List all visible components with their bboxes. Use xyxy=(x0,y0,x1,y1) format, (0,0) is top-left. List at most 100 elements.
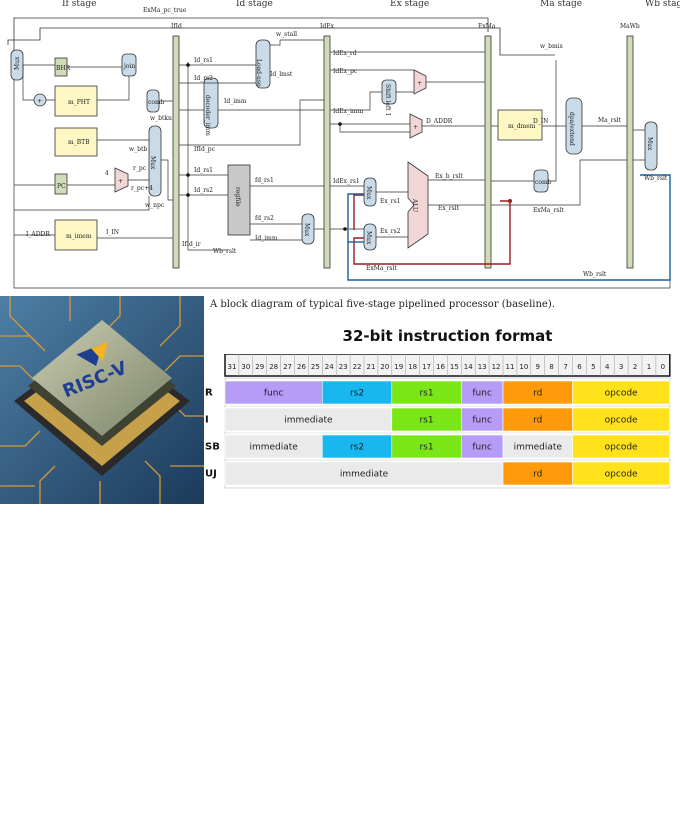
format-field-label: rs1 xyxy=(419,416,433,426)
idex-register xyxy=(323,35,331,269)
format-field-label: rs1 xyxy=(419,443,433,453)
w-btkn-label: w_btkn xyxy=(150,115,172,122)
stage-ex-label: Ex stage xyxy=(390,0,429,9)
format-field-label: func xyxy=(472,443,492,453)
decoder-imm-block xyxy=(203,77,219,129)
junction-dot xyxy=(186,63,190,67)
fd-rs2-label: fd_rs2 xyxy=(255,215,274,222)
pht-label: m_PHT xyxy=(68,99,90,106)
exma-rslt2-label: ExMa_rslt xyxy=(533,207,564,214)
btb-block xyxy=(54,127,98,157)
comb-label: comb xyxy=(148,99,165,106)
mux-ex1-label: Mux xyxy=(365,186,372,200)
shift-left-label: Shift left 1 xyxy=(384,84,391,116)
pc-adder xyxy=(114,167,129,193)
fd-rs1-label: fd_rs1 xyxy=(255,177,274,184)
mawb-label: MaWb xyxy=(620,23,640,30)
chip-body-top xyxy=(32,320,172,436)
bit-number: 4 xyxy=(605,363,610,371)
wb-rslt-id-label: Wb_rslt xyxy=(213,248,237,255)
bit-number: 22 xyxy=(353,363,362,371)
bit-number: 28 xyxy=(269,363,278,371)
stage-wb-label: Wb stage xyxy=(645,0,680,9)
dmem-block xyxy=(497,109,543,141)
pc-adder-label: + xyxy=(118,178,123,185)
bit-number: 25 xyxy=(311,363,320,371)
regfile-block xyxy=(227,164,251,236)
bit-number: 11 xyxy=(505,363,514,371)
w-stall-label: w_stall xyxy=(276,31,297,38)
bit-number: 6 xyxy=(577,363,582,371)
format-row-label: I xyxy=(205,415,209,426)
bit-number: 15 xyxy=(450,363,459,371)
dmem-label: m_dmem xyxy=(508,123,536,130)
format-field-label: rd xyxy=(533,389,542,399)
bhr-label: BHR xyxy=(56,65,71,72)
load-use-block xyxy=(255,39,271,89)
branch-adder-label: + xyxy=(417,80,422,87)
format-field xyxy=(572,407,671,432)
forward-wb-path xyxy=(347,174,671,281)
load-use-label: Load-use xyxy=(255,59,262,87)
format-row-label: R xyxy=(205,388,213,399)
mawb-register xyxy=(626,35,634,269)
junction-dot xyxy=(186,193,190,197)
comb-ex-label: comb xyxy=(535,179,552,186)
format-row-label: UJ xyxy=(205,469,217,480)
w-btb-label: w_btb xyxy=(129,146,147,153)
bit-number: 3 xyxy=(619,363,623,371)
idex-label: IdEx xyxy=(320,23,335,30)
stage-ma-label: Ma stage xyxy=(540,0,582,9)
regfile-label: regfile xyxy=(234,187,241,207)
format-field-label: immediate xyxy=(284,416,333,426)
d-in-label: D_IN xyxy=(533,118,548,125)
dpa-extend-label: dpa/extend xyxy=(568,112,575,146)
pht-block xyxy=(54,85,98,117)
format-field-label: opcode xyxy=(605,443,638,453)
decoder-imm-label: decoder_imm xyxy=(204,95,211,136)
ifid-label: IfId xyxy=(171,23,182,30)
bit-number: 20 xyxy=(380,363,389,371)
ifid-ir-label: IfId_ir xyxy=(182,241,201,248)
pc-register xyxy=(54,173,68,195)
bit-number: 7 xyxy=(563,363,567,371)
bit-number: 27 xyxy=(283,363,292,371)
bit-number: 10 xyxy=(519,363,528,371)
ifid-register xyxy=(172,35,180,269)
format-field-label: immediate xyxy=(514,443,563,453)
alu-label: ALU xyxy=(411,198,418,212)
xor-label: + xyxy=(37,98,42,105)
branch-adder xyxy=(413,69,427,95)
format-field-label: rd xyxy=(533,470,542,480)
bit-number: 8 xyxy=(549,363,553,371)
i-addr-label: I_ADDR xyxy=(26,231,50,238)
ex-rs2-label: Ex_rs2 xyxy=(380,228,401,235)
wb-stage-wires xyxy=(633,129,645,161)
id-rs2b-label: Id_rs2 xyxy=(194,187,213,194)
bit-number: 30 xyxy=(241,363,250,371)
ex-b-rslt-label: Ex_b_rslt xyxy=(435,173,463,180)
exma-label: ExMa xyxy=(478,23,496,30)
idex-imm-label: IdEx_imm xyxy=(333,108,364,115)
pc-true-bus xyxy=(13,17,489,52)
addr-adder xyxy=(409,113,423,139)
bit-number: 29 xyxy=(255,363,264,371)
bmis-bus xyxy=(7,27,555,56)
frame-wire xyxy=(13,235,671,289)
bit-number: 18 xyxy=(408,363,417,371)
format-field-label: func xyxy=(472,389,492,399)
junction-dot xyxy=(338,122,342,126)
junction-dot xyxy=(186,173,190,177)
bit-number: 24 xyxy=(325,363,334,371)
ex-rslt-label: Ex_rslt xyxy=(438,205,460,212)
bit-number: 17 xyxy=(422,363,431,371)
ld-imm-label: Id_imm xyxy=(255,235,278,242)
stage-id-label: Id stage xyxy=(236,0,273,9)
format-field xyxy=(572,434,671,459)
ma-rslt-label: Ma_rslt xyxy=(598,117,622,124)
bit-number: 26 xyxy=(297,363,306,371)
ex-stage-wires xyxy=(330,51,485,238)
exma-register xyxy=(484,35,492,269)
bit-number: 16 xyxy=(436,363,445,371)
r-pc4-label: r_pc+4 xyxy=(131,185,153,192)
